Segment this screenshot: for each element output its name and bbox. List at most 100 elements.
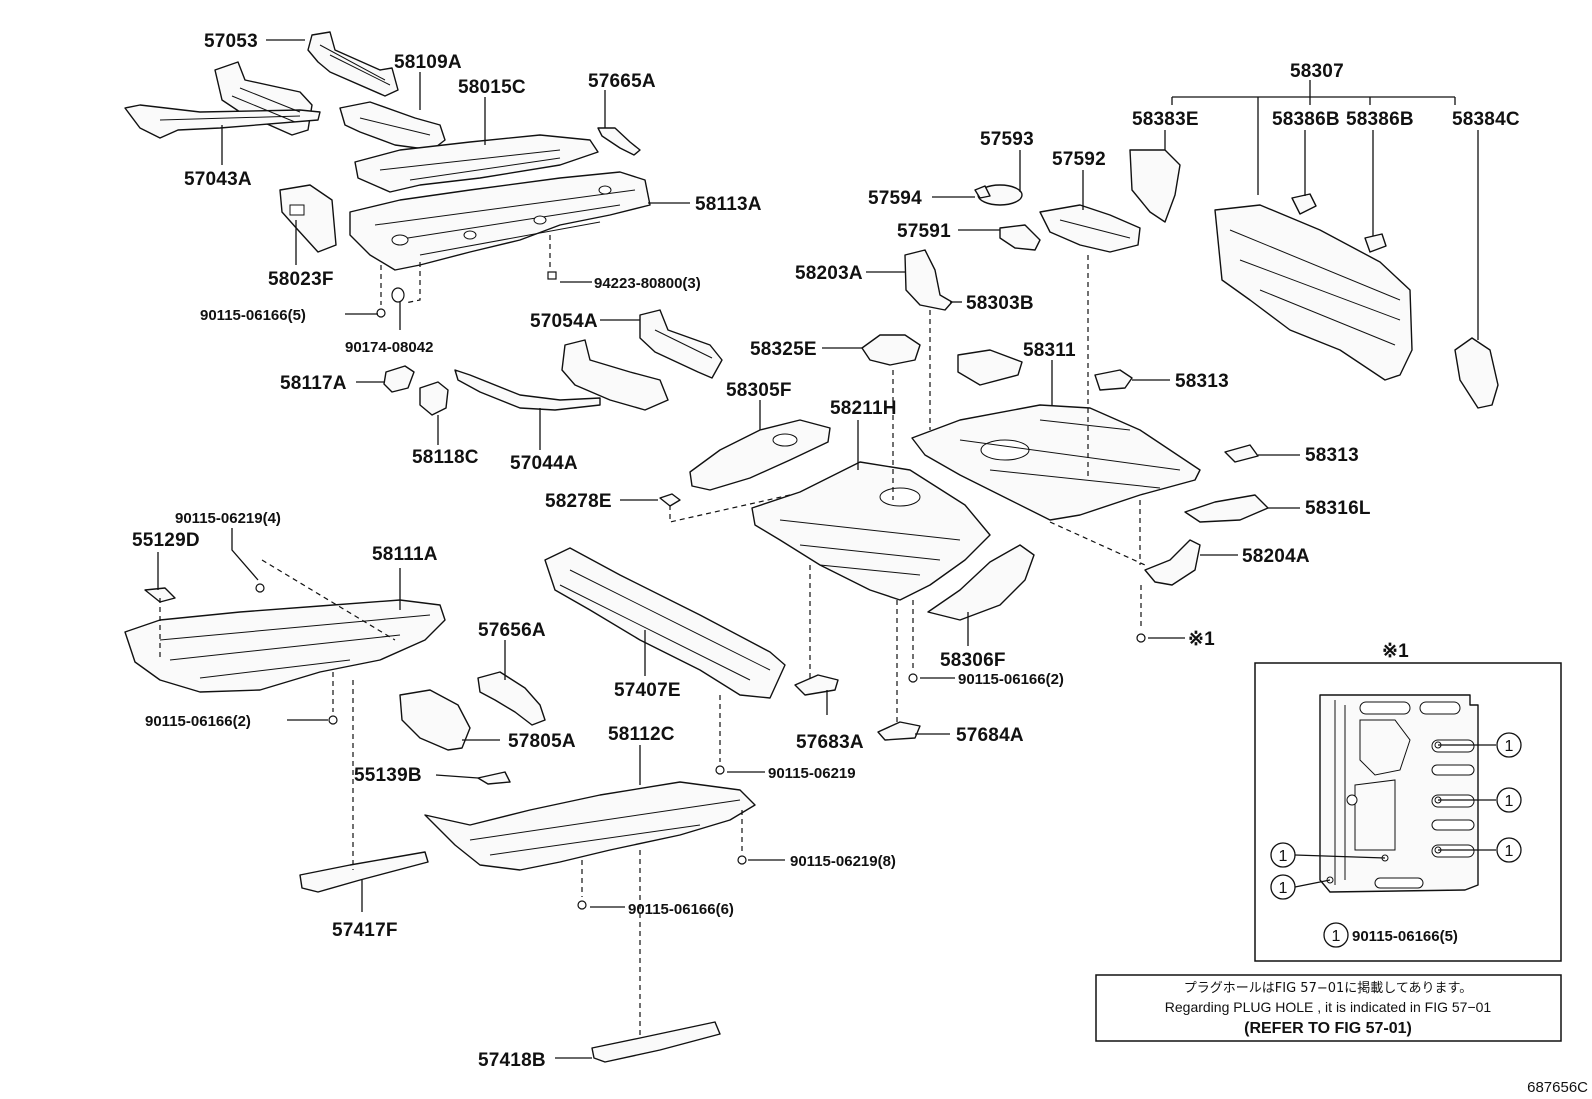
- label-58306F: 58306F: [940, 650, 1006, 671]
- label-90115-06219: 90115-06219: [768, 765, 856, 782]
- part-58386B-left: [1291, 193, 1317, 215]
- callout-circle: [1496, 732, 1522, 758]
- label-57593: 57593: [980, 129, 1034, 150]
- part-58303B: [957, 349, 1023, 386]
- label-58278E: 58278E: [545, 491, 612, 512]
- label-90115-06219-4: 90115-06219(4): [175, 510, 281, 527]
- part-58307-rear-panel: [1214, 204, 1413, 381]
- label-55139B: 55139B: [354, 765, 422, 786]
- callout-circle: [1496, 837, 1522, 863]
- part-58278E: [659, 493, 681, 507]
- callout-circle: [1270, 842, 1296, 868]
- label-57684A: 57684A: [956, 725, 1024, 746]
- inset-title: ※1: [1382, 641, 1409, 662]
- label-57592: 57592: [1052, 149, 1106, 170]
- part-58313-lower: [1224, 444, 1259, 463]
- part-58203A: [904, 249, 953, 311]
- label-58203A: 58203A: [795, 263, 863, 284]
- part-57053-crossmember: [307, 31, 399, 97]
- part-57593-57592-group: [974, 184, 1141, 253]
- part-55139B: [477, 771, 511, 785]
- label-58316L: 58316L: [1305, 498, 1371, 519]
- part-58386B-right: [1364, 233, 1387, 253]
- label-57418B: 57418B: [478, 1050, 546, 1071]
- inset-callouts: 1 1 1 1 1: [1270, 732, 1522, 900]
- part-58316L: [1184, 494, 1269, 523]
- part-57043A-bar: [124, 61, 321, 139]
- part-58383E: [1129, 149, 1181, 223]
- part-drawings: [124, 31, 1499, 1063]
- legend-part-number: 90115-06166(5): [1352, 928, 1458, 945]
- label-90115-06219-8: 90115-06219(8): [790, 853, 896, 870]
- label-58211H: 58211H: [830, 398, 897, 419]
- part-57656A: [477, 671, 546, 726]
- part-57418B-sill: [591, 1021, 721, 1063]
- label-57417F: 57417F: [332, 920, 398, 941]
- label-55129D: 55129D: [132, 530, 200, 551]
- part-57044A: [454, 339, 669, 411]
- leader-lines: [157, 39, 1479, 1059]
- part-58111A-front-floor: [124, 599, 446, 693]
- label-58386B-right: 58386B: [1346, 109, 1414, 130]
- label-58303B: 58303B: [966, 293, 1034, 314]
- label-58305F: 58305F: [726, 380, 792, 401]
- label-58117A: 58117A: [280, 373, 347, 394]
- label-58015C: 58015C: [458, 77, 526, 98]
- label-58386B-left: 58386B: [1272, 109, 1340, 130]
- part-58211H-center-floor: [751, 461, 991, 601]
- note-japanese: プラグホールはFIG 57−01に掲載してあります。: [1184, 980, 1472, 996]
- label-57665A: 57665A: [588, 71, 656, 92]
- callout-number: 1: [1279, 880, 1288, 897]
- label-57054A: 57054A: [530, 311, 598, 332]
- label-58118C: 58118C: [412, 447, 479, 468]
- label-58023F: 58023F: [268, 269, 334, 290]
- label-58383E: 58383E: [1132, 109, 1199, 130]
- label-90115-06166-6: 90115-06166(6): [628, 901, 734, 918]
- part-58117A: [383, 365, 415, 393]
- note-frame: [1095, 974, 1562, 1042]
- callout-number: 1: [1505, 793, 1514, 810]
- part-57684A: [877, 721, 921, 741]
- part-57665A: [597, 127, 641, 156]
- label-58113A: 58113A: [695, 194, 762, 215]
- label-57656A: 57656A: [478, 620, 546, 641]
- label-58112C: 58112C: [608, 724, 675, 745]
- callout-number: 1: [1505, 843, 1514, 860]
- part-57683A: [794, 674, 839, 696]
- label-58311: 58311: [1023, 340, 1076, 361]
- label-58313-upper: 58313: [1175, 371, 1229, 392]
- label-57407E: 57407E: [614, 680, 681, 701]
- inset-callout-leaders: [1294, 744, 1496, 888]
- label-90115-06166-2-right: 90115-06166(2): [958, 671, 1064, 688]
- part-58112C-floor: [424, 781, 756, 871]
- part-58023F: [279, 184, 337, 253]
- plug-hole-note: プラグホールはFIG 57−01に掲載してあります。 Regarding PLU…: [1095, 974, 1562, 1042]
- label-90115-06166-2-left: 90115-06166(2): [145, 713, 251, 730]
- part-57805A: [399, 689, 471, 751]
- callout-circle: [1270, 874, 1296, 900]
- part-58306F: [927, 544, 1035, 621]
- part-58311-rear-floor: [911, 404, 1201, 521]
- inset-frame: [1254, 662, 1562, 962]
- label-57683A: 57683A: [796, 732, 864, 753]
- label-57043A: 57043A: [184, 169, 252, 190]
- label-58313-lower: 58313: [1305, 445, 1359, 466]
- label-ref-mark-1: ※1: [1188, 629, 1215, 650]
- label-57591: 57591: [897, 221, 951, 242]
- alignment-lines: [159, 235, 1146, 1035]
- legend-callout-number: 1: [1332, 928, 1341, 945]
- label-57053: 57053: [204, 31, 258, 52]
- part-57417F-sill: [299, 851, 429, 893]
- part-58305F: [689, 419, 831, 491]
- label-58325E: 58325E: [750, 339, 817, 360]
- part-57407E-member: [544, 547, 786, 699]
- label-58307: 58307: [1290, 61, 1344, 82]
- note-refer: (REFER TO FIG 57-01): [1244, 1020, 1412, 1037]
- part-58325E: [861, 334, 921, 366]
- inset-detail: ※1: [1254, 641, 1562, 962]
- part-58113A-floor-panel: [349, 171, 651, 271]
- label-57594: 57594: [868, 188, 922, 209]
- label-58109A: 58109A: [394, 52, 462, 73]
- legend-callout-circle: [1323, 922, 1349, 948]
